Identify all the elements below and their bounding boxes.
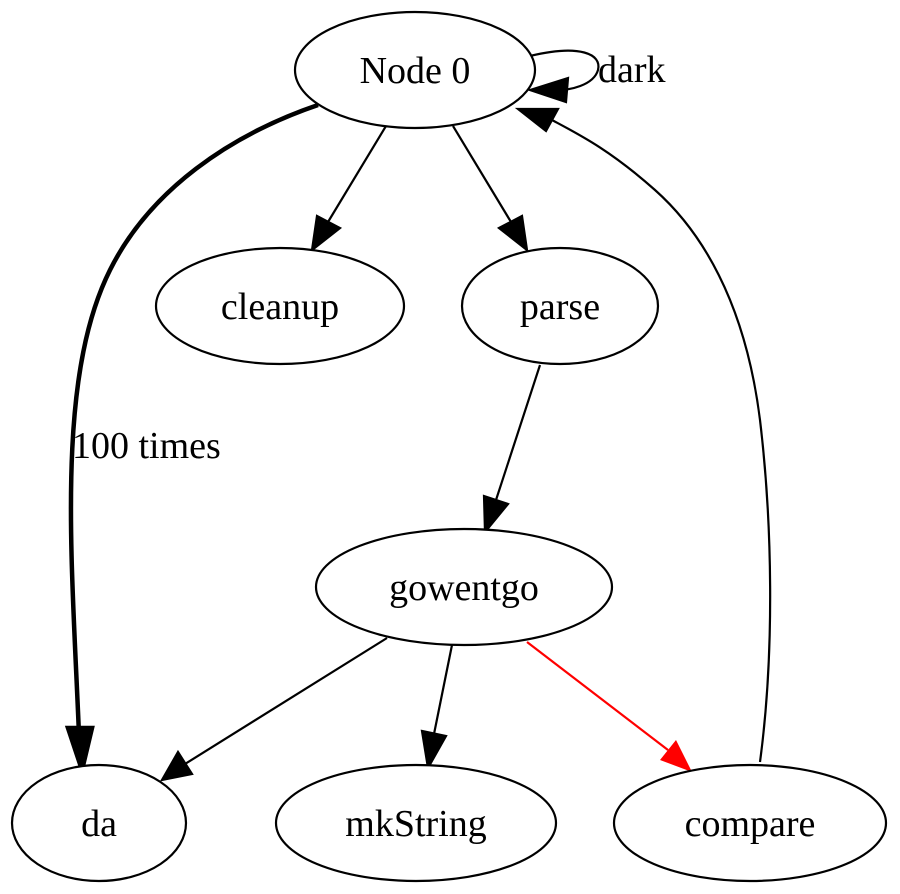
edge-line [452, 125, 512, 223]
edge-line [551, 119, 772, 763]
node-label: gowentgo [389, 567, 539, 609]
edge-arrowhead [496, 214, 529, 253]
edge-arrowhead [64, 725, 95, 779]
edge-arrowhead [310, 214, 343, 253]
edge-node0-parse [452, 125, 529, 253]
edge-arrowhead [159, 749, 194, 782]
node-label: mkString [345, 803, 486, 845]
edge-gowentgo-mkstring [420, 644, 454, 772]
node-label: cleanup [221, 286, 339, 328]
edge-label-dark: dark [598, 49, 666, 91]
edge-line [526, 641, 669, 751]
edge-node0-da: 100 times [64, 102, 319, 779]
edge-line [432, 644, 454, 735]
edge-line [327, 125, 387, 223]
node-label: da [81, 803, 117, 845]
edge-gowentgo-da [159, 637, 388, 782]
node-node0[interactable]: Node 0 [293, 10, 537, 130]
node-label: Node 0 [360, 50, 471, 92]
edge-arrowhead [482, 494, 510, 535]
edge-arrowhead [526, 76, 570, 104]
edge-label-100-times: 100 times [72, 425, 221, 467]
edge-line [68, 102, 319, 736]
edge-parse-gowentgo [482, 364, 542, 535]
edge-arrowhead [420, 729, 448, 772]
node-da[interactable]: da [10, 763, 188, 883]
edge-line [184, 637, 388, 765]
edge-arrowhead [514, 107, 560, 133]
edge-line [494, 364, 542, 501]
node-compare[interactable]: compare [612, 763, 888, 883]
node-mkstring[interactable]: mkString [274, 763, 558, 883]
edge-gowentgo-compare [526, 641, 692, 772]
node-label: compare [685, 803, 816, 845]
edge-node0-cleanup [310, 125, 387, 253]
edge-node0-self: dark [526, 49, 666, 104]
node-label: parse [520, 286, 600, 328]
node-cleanup[interactable]: cleanup [154, 246, 406, 366]
node-parse[interactable]: parse [460, 246, 660, 366]
node-gowentgo[interactable]: gowentgo [314, 527, 614, 647]
edge-line [529, 49, 600, 92]
edge-arrowhead [660, 740, 692, 772]
edge-compare-node0 [514, 107, 772, 763]
